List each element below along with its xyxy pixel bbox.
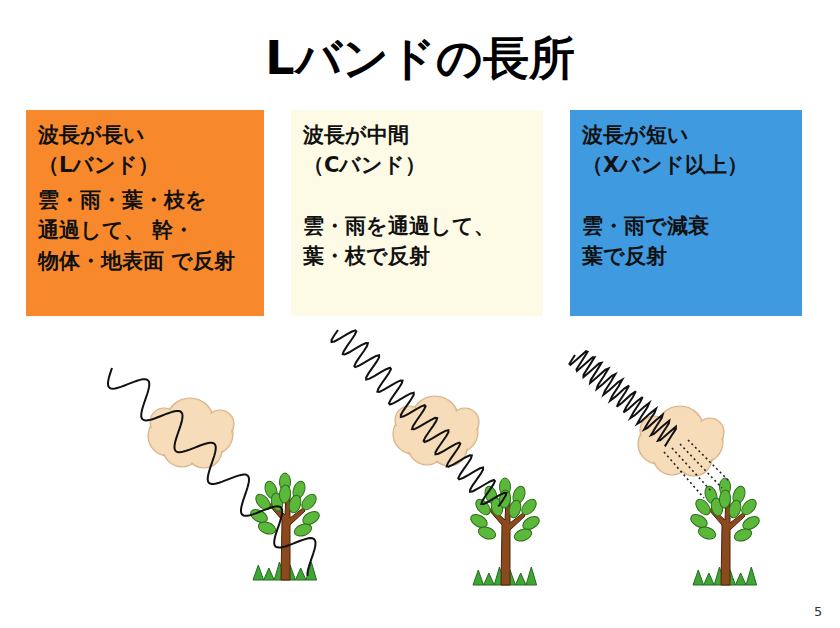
cloud xyxy=(148,398,234,468)
band-box: 波長が長い （Lバンド）雲・雨・葉・枝を 通過して、 幹・物体・地表面 で反射 xyxy=(26,110,264,316)
band-description: 雲・雨を通過して、 葉・枝で反射 xyxy=(303,211,531,272)
tree xyxy=(688,478,761,585)
attenuated-wave xyxy=(672,448,712,492)
band-description: 雲・雨で減衰 葉で反射 xyxy=(582,211,790,272)
band-heading: 波長が短い （Xバンド以上） xyxy=(582,120,790,181)
leaf xyxy=(739,497,759,518)
page-number: 5 xyxy=(814,604,822,619)
slide-title: Lバンドの長所 xyxy=(0,28,840,90)
band-description: 雲・雨・葉・枝を 通過して、 幹・物体・地表面 で反射 xyxy=(38,185,252,276)
x-band-wave xyxy=(569,351,675,446)
leaf xyxy=(513,527,534,543)
cloud-fill xyxy=(453,410,478,435)
leaf xyxy=(697,525,718,541)
leaf xyxy=(477,525,498,541)
attenuated-wave xyxy=(688,440,730,482)
cloud-fill xyxy=(208,412,233,437)
band-heading: 波長が中間 （Cバンド） xyxy=(303,120,531,181)
band-box: 波長が短い （Xバンド以上） 雲・雨で減衰 葉で反射 xyxy=(570,110,802,316)
leaf xyxy=(279,485,292,504)
leaf xyxy=(733,527,754,543)
leaf xyxy=(299,492,319,513)
band-box: 波長が中間 （Cバンド） 雲・雨を通過して、 葉・枝で反射 xyxy=(291,110,543,316)
leaf xyxy=(257,520,278,536)
leaf xyxy=(719,490,732,509)
band-heading: 波長が長い （Lバンド） xyxy=(38,120,252,181)
cloud-fill xyxy=(698,420,723,445)
tree xyxy=(468,478,541,585)
attenuated-wave xyxy=(664,452,704,498)
attenuated-wave xyxy=(680,444,722,488)
leaf xyxy=(519,497,539,518)
c-band-wave xyxy=(331,330,506,507)
l-band-wave xyxy=(108,368,316,576)
cloud-fill xyxy=(152,410,177,435)
leaf xyxy=(293,522,314,538)
